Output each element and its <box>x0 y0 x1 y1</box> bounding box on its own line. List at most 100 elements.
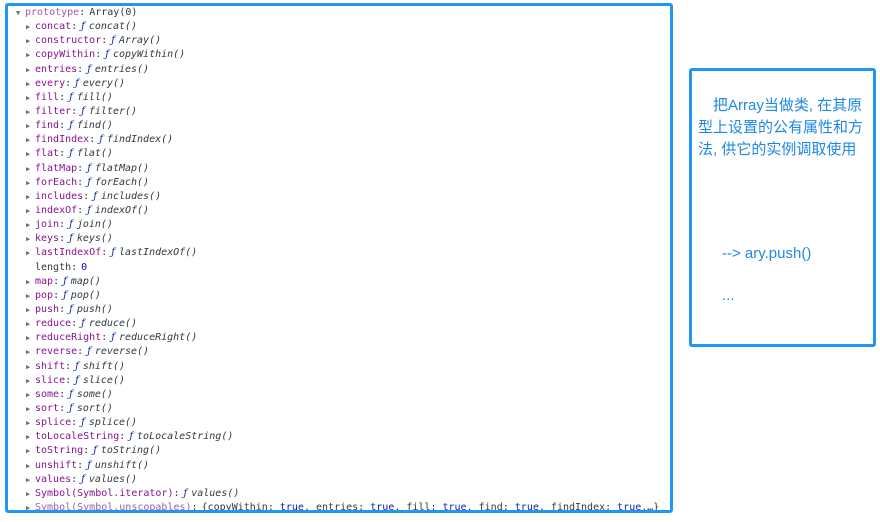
expand-triangle-right-icon[interactable]: ▶ <box>26 503 31 512</box>
function-signature: pop() <box>70 289 101 301</box>
function-signature: flat() <box>76 148 113 160</box>
entry-value: true <box>279 501 304 513</box>
property-key: pop <box>35 289 54 301</box>
expand-triangle-right-icon[interactable]: ▶ <box>26 93 31 102</box>
function-signature: flatMap() <box>94 162 150 174</box>
property-key: forEach <box>35 176 78 188</box>
unscopables-row[interactable]: ▶ Symbol(Symbol.unscopables) : { copyWit… <box>16 501 666 513</box>
expand-triangle-right-icon[interactable]: ▶ <box>26 376 31 385</box>
prototype-row[interactable]: ▼ prototype : Array(0) <box>16 6 666 20</box>
function-signature: includes() <box>100 190 162 202</box>
function-signature: push() <box>76 303 113 315</box>
expand-triangle-right-icon[interactable]: ▶ <box>26 65 31 74</box>
expand-triangle-right-icon[interactable]: ▶ <box>26 178 31 187</box>
function-signature: keys() <box>76 233 113 245</box>
unscopables-entry: find: true, <box>478 501 551 513</box>
expand-triangle-right-icon[interactable]: ▶ <box>26 348 31 357</box>
entry-value: true <box>514 501 539 513</box>
expand-triangle-right-icon[interactable]: ▶ <box>26 475 31 484</box>
expand-triangle-right-icon[interactable]: ▶ <box>26 23 31 32</box>
expand-triangle-right-icon[interactable]: ▶ <box>26 122 31 131</box>
function-signature: Array() <box>118 35 162 47</box>
expand-triangle-right-icon[interactable]: ▶ <box>26 79 31 88</box>
expand-triangle-right-icon[interactable]: ▶ <box>26 150 31 159</box>
expand-triangle-right-icon[interactable]: ▶ <box>26 206 31 215</box>
expand-triangle-right-icon[interactable]: ▶ <box>26 291 31 300</box>
function-icon: ƒ <box>63 289 67 301</box>
function-signature: copyWithin() <box>112 49 186 61</box>
property-key: find <box>35 120 60 132</box>
expand-triangle-right-icon[interactable]: ▶ <box>26 447 31 456</box>
expand-triangle-right-icon[interactable]: ▶ <box>26 164 31 173</box>
property-key: toString <box>35 445 84 457</box>
property-value: 0 <box>81 261 88 273</box>
colon-separator: : <box>59 402 66 414</box>
expand-triangle-right-icon[interactable]: ▶ <box>26 192 31 201</box>
expand-triangle-right-icon[interactable]: ▶ <box>26 334 31 343</box>
expand-triangle-right-icon[interactable]: ▶ <box>26 51 31 60</box>
expand-triangle-right-icon[interactable]: ▶ <box>26 37 31 46</box>
annotation-example: --> ary.push() <box>722 245 812 262</box>
expand-triangle-right-icon[interactable]: ▶ <box>26 221 31 230</box>
property-key: splice <box>35 417 72 429</box>
expand-triangle-right-icon[interactable]: ▶ <box>26 461 31 470</box>
function-signature: entries() <box>94 63 150 75</box>
property-key: reduceRight <box>35 332 102 344</box>
unscopables-entry: entries: true, <box>316 501 407 513</box>
expand-triangle-right-icon[interactable]: ▶ <box>26 489 31 498</box>
expand-triangle-right-icon[interactable]: ▶ <box>26 305 31 314</box>
property-key: reduce <box>35 318 72 330</box>
colon-separator: : <box>77 459 84 471</box>
expand-triangle-right-icon[interactable]: ▶ <box>26 433 31 442</box>
expand-triangle-down-icon[interactable]: ▼ <box>16 9 21 17</box>
expand-triangle-right-icon[interactable]: ▶ <box>26 390 31 399</box>
expand-triangle-right-icon[interactable]: ▶ <box>26 404 31 413</box>
expand-triangle-right-icon[interactable]: ▶ <box>26 136 31 145</box>
expand-triangle-right-icon[interactable]: ▶ <box>26 362 31 371</box>
expand-triangle-right-icon[interactable]: ▶ <box>26 249 31 258</box>
function-icon: ƒ <box>75 77 79 89</box>
property-key: push <box>35 303 60 315</box>
expand-triangle-right-icon[interactable]: ▶ <box>26 320 31 329</box>
colon-separator: : <box>71 105 78 117</box>
expand-triangle-right-icon[interactable]: ▶ <box>26 235 31 244</box>
expand-triangle-right-icon[interactable]: ▶ <box>26 277 31 286</box>
expand-triangle-right-icon[interactable]: ▶ <box>26 107 31 116</box>
colon-separator: : <box>77 162 84 174</box>
expand-triangle-right-icon[interactable]: ▶ <box>26 419 31 428</box>
